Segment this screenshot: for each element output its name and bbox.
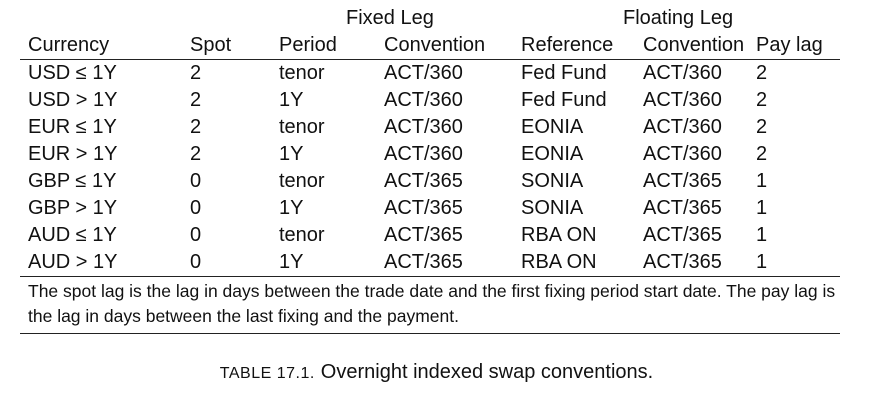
cell-spot: 2 (190, 116, 202, 138)
cell-floating-convention: ACT/365 (635, 249, 748, 277)
cell-spot: 2 (190, 143, 202, 165)
cell-currency: AUD ≤ 1Y (28, 224, 117, 246)
table-row: USD ≤ 1Y 2 tenor ACT/360 Fed Fund ACT/360 2 (20, 60, 840, 88)
cell-reference: Fed Fund (521, 89, 607, 111)
cell-floating-convention: ACT/360 (643, 89, 722, 111)
cell-pay-lag: 2 (756, 62, 768, 84)
table-row: EUR ≤ 1Y 2 tenor ACT/360 EONIA ACT/360 2 (20, 114, 840, 141)
cell-spot: 2 (190, 89, 202, 111)
column-header-reference: Reference (513, 31, 635, 60)
cell-fixed-convention: ACT/360 (384, 62, 463, 84)
table-footnote: The spot lag is the lag in days between … (20, 277, 840, 334)
cell-currency: EUR > 1Y (28, 143, 118, 165)
column-header-currency: Currency (20, 31, 182, 60)
cell-pay-lag: 2 (756, 89, 768, 111)
group-header-row: Fixed Leg Floating Leg (20, 5, 840, 31)
caption-label: TABLE 17.1. (219, 365, 315, 382)
cell-floating-convention: ACT/365 (643, 224, 722, 246)
cell-pay-lag: 2 (756, 116, 768, 138)
cell-pay-lag: 2 (756, 143, 768, 165)
cell-fixed-convention: ACT/365 (384, 197, 463, 219)
cell-period: tenor (279, 116, 325, 138)
cell-pay-lag: 1 (748, 249, 840, 277)
cell-currency: USD > 1Y (28, 89, 118, 111)
cell-spot: 0 (182, 249, 271, 277)
cell-pay-lag: 1 (756, 170, 768, 192)
cell-reference: SONIA (521, 197, 584, 219)
cell-reference: RBA ON (513, 249, 635, 277)
fixed-leg-header: Fixed Leg (346, 7, 434, 29)
cell-floating-convention: ACT/365 (643, 170, 722, 192)
cell-fixed-convention: ACT/360 (384, 116, 463, 138)
floating-leg-header: Floating Leg (623, 7, 734, 29)
cell-spot: 2 (190, 62, 202, 84)
cell-period: 1Y (279, 143, 304, 165)
cell-period: tenor (279, 62, 325, 84)
cell-period: 1Y (279, 197, 304, 219)
cell-floating-convention: ACT/365 (643, 197, 722, 219)
cell-spot: 0 (190, 170, 202, 192)
table-caption: TABLE 17.1. Overnight indexed swap conven… (0, 361, 873, 384)
column-header-floating-convention: Convention (635, 31, 748, 60)
table-row: USD > 1Y 2 1Y ACT/360 Fed Fund ACT/360 2 (20, 87, 840, 114)
table-row: GBP ≤ 1Y 0 tenor ACT/365 SONIA ACT/365 1 (20, 168, 840, 195)
cell-spot: 0 (190, 224, 202, 246)
cell-fixed-convention: ACT/360 (384, 89, 463, 111)
cell-reference: Fed Fund (521, 62, 607, 84)
cell-fixed-convention: ACT/365 (384, 224, 463, 246)
cell-reference: EONIA (521, 116, 584, 138)
cell-reference: RBA ON (521, 224, 597, 246)
column-header-row: Currency Spot Period Convention Referenc… (20, 31, 840, 60)
cell-pay-lag: 1 (756, 224, 768, 246)
cell-fixed-convention: ACT/365 (376, 249, 513, 277)
column-header-pay-lag: Pay lag (748, 31, 840, 60)
column-header-spot: Spot (182, 31, 271, 60)
cell-currency: AUD > 1Y (20, 249, 182, 277)
cell-reference: SONIA (521, 170, 584, 192)
cell-floating-convention: ACT/360 (643, 62, 722, 84)
cell-period: 1Y (271, 249, 376, 277)
cell-floating-convention: ACT/360 (643, 143, 722, 165)
cell-fixed-convention: ACT/365 (384, 170, 463, 192)
cell-spot: 0 (190, 197, 202, 219)
caption-text: Overnight indexed swap conventions. (320, 361, 654, 383)
table-row: GBP > 1Y 0 1Y ACT/365 SONIA ACT/365 1 (20, 195, 840, 222)
cell-floating-convention: ACT/360 (643, 116, 722, 138)
table-row: EUR > 1Y 2 1Y ACT/360 EONIA ACT/360 2 (20, 141, 840, 168)
cell-period: 1Y (279, 89, 304, 111)
cell-currency: GBP > 1Y (28, 197, 118, 219)
cell-pay-lag: 1 (756, 197, 768, 219)
swap-conventions-table-block: Fixed Leg Floating Leg Currency Spot Per… (20, 5, 840, 334)
cell-reference: EONIA (521, 143, 584, 165)
column-header-period: Period (271, 31, 376, 60)
cell-currency: USD ≤ 1Y (28, 62, 117, 84)
swap-conventions-table: Currency Spot Period Convention Referenc… (20, 31, 840, 277)
cell-period: tenor (279, 224, 325, 246)
column-header-fixed-convention: Convention (376, 31, 513, 60)
cell-fixed-convention: ACT/360 (384, 143, 463, 165)
cell-currency: EUR ≤ 1Y (28, 116, 117, 138)
cell-period: tenor (279, 170, 325, 192)
cell-currency: GBP ≤ 1Y (28, 170, 117, 192)
table-row: AUD ≤ 1Y 0 tenor ACT/365 RBA ON ACT/365 1 (20, 222, 840, 249)
